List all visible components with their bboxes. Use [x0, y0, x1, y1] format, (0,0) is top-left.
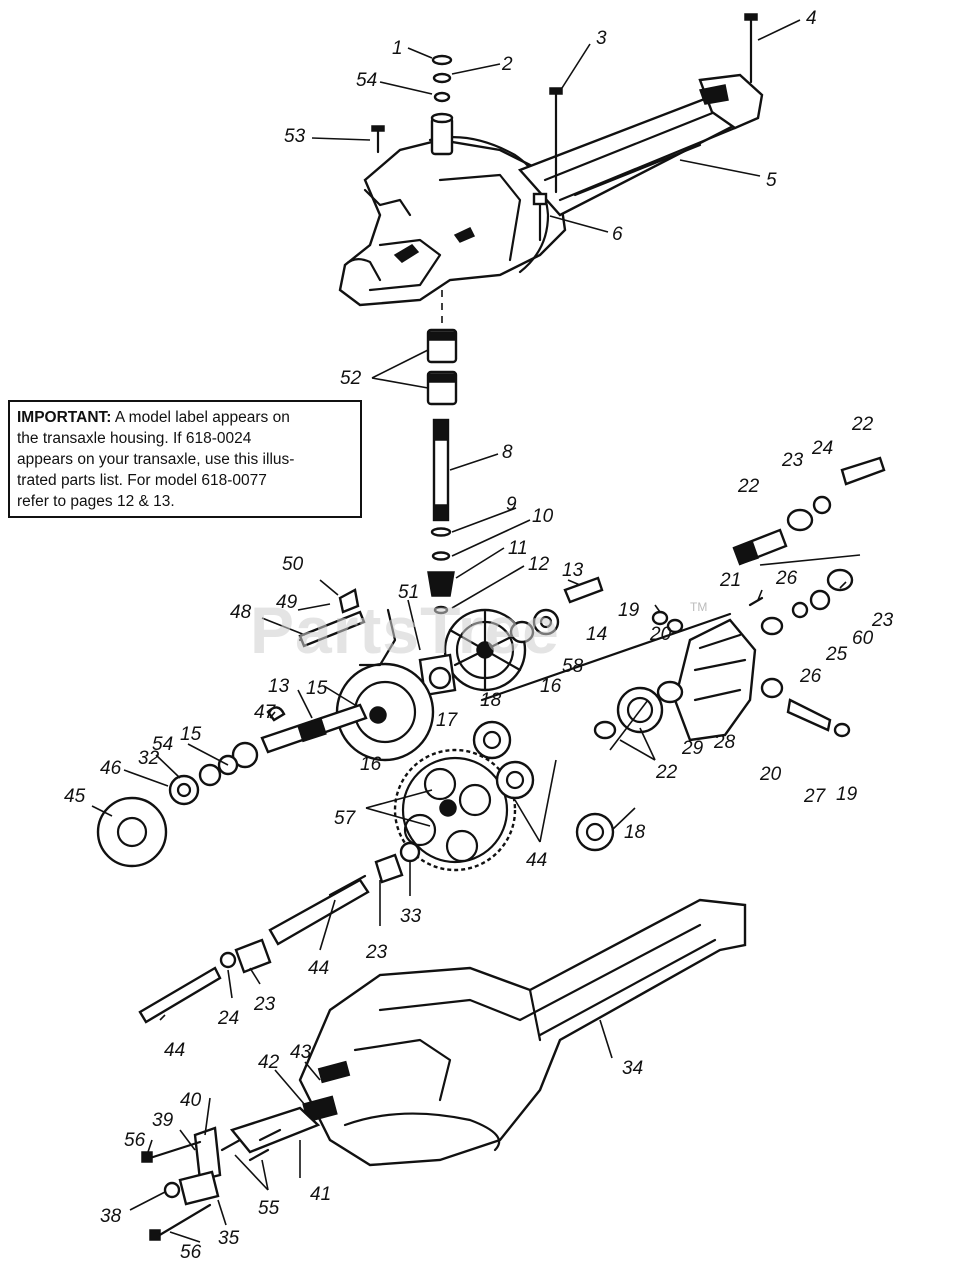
- callout-54-top: 54: [356, 70, 377, 91]
- center-gears: [418, 576, 732, 702]
- large-spur-gear: [138, 748, 535, 1024]
- callout-48: 48: [230, 602, 252, 623]
- callout-43: 43: [290, 1042, 312, 1063]
- callout-12: 12: [528, 554, 550, 575]
- callout-22-lower: 22: [655, 762, 678, 783]
- callout-29: 29: [681, 738, 704, 759]
- callout-18-upper: 18: [480, 690, 502, 711]
- callout-33: 33: [400, 906, 422, 927]
- note-lead: IMPORTANT:: [17, 409, 112, 426]
- callout-56-lower: 56: [180, 1242, 202, 1263]
- callout-20-lower: 20: [759, 764, 782, 785]
- upper-housing: [338, 112, 567, 307]
- callout-10: 10: [532, 506, 554, 527]
- callout-46: 46: [100, 758, 122, 779]
- callout-20-top: 20: [649, 624, 672, 645]
- callout-51: 51: [398, 582, 419, 603]
- callout-9: 9: [506, 494, 517, 515]
- note-line-4: trated parts list. For model 618-0077: [17, 472, 267, 489]
- callout-23-top: 23: [781, 450, 804, 471]
- callout-15-upper: 15: [306, 678, 328, 699]
- note-line-3: appears on your transaxle, use this illu…: [17, 451, 295, 468]
- callout-34: 34: [622, 1058, 643, 1079]
- callout-49: 49: [276, 592, 298, 613]
- callout-21: 21: [719, 570, 741, 591]
- callout-26-upper: 26: [775, 568, 798, 589]
- left-shaft-group: [96, 588, 435, 868]
- note-line-5: refer to pages 12 & 13.: [17, 493, 175, 510]
- callout-25: 25: [825, 644, 848, 665]
- callout-58: 58: [562, 656, 584, 677]
- note-line-2: the transaxle housing. If 618-0024: [17, 430, 252, 447]
- right-axle-parts: [732, 456, 886, 636]
- callout-39: 39: [152, 1110, 174, 1131]
- callout-45: 45: [64, 786, 86, 807]
- callout-55: 55: [258, 1198, 280, 1219]
- callout-17: 17: [436, 710, 459, 731]
- callout-1: 1: [392, 38, 403, 59]
- callout-41: 41: [310, 1184, 331, 1205]
- watermark-trademark: TM: [690, 600, 708, 614]
- bolts-top: [371, 13, 758, 242]
- input-shaft-stack: [426, 290, 458, 615]
- callout-28: 28: [713, 732, 736, 753]
- callout-4: 4: [806, 8, 817, 29]
- callout-13-right: 13: [562, 560, 584, 581]
- callout-8: 8: [502, 442, 513, 463]
- callout-22-top: 22: [851, 414, 874, 435]
- callout-32: 32: [138, 748, 160, 769]
- callout-leaders: [91, 19, 847, 1243]
- lower-housing: [298, 898, 747, 1167]
- callout-54-left: 54: [152, 734, 173, 755]
- watermark-text: PartsTree: [250, 593, 560, 667]
- callout-42: 42: [258, 1052, 280, 1073]
- callout-11: 11: [508, 538, 528, 559]
- callout-6: 6: [612, 224, 623, 245]
- axle-tube-upper: [517, 73, 764, 217]
- callout-47: 47: [254, 702, 277, 723]
- callout-16-left: 16: [360, 754, 382, 775]
- callout-13-left: 13: [268, 676, 290, 697]
- callout-24-top: 24: [811, 438, 833, 459]
- callout-60: 60: [852, 628, 874, 649]
- callout-56-upper: 56: [124, 1130, 146, 1151]
- callout-23-lower-b: 23: [253, 994, 276, 1015]
- callout-19-lower: 19: [836, 784, 858, 805]
- important-note-box: IMPORTANT: A model label appears on the …: [8, 400, 362, 518]
- callout-23-right: 23: [871, 610, 894, 631]
- callout-40: 40: [180, 1090, 202, 1111]
- callout-18-lower: 18: [624, 822, 646, 843]
- callout-14: 14: [586, 624, 607, 645]
- callout-3: 3: [596, 28, 607, 49]
- callout-16-center: 16: [540, 676, 562, 697]
- callout-15-lower: 15: [180, 724, 202, 745]
- note-line-1: A model label appears on: [111, 409, 290, 426]
- callout-2: 2: [501, 54, 513, 75]
- callout-35: 35: [218, 1228, 240, 1249]
- callout-44-center: 44: [526, 850, 547, 871]
- callout-50: 50: [282, 554, 304, 575]
- callout-27: 27: [803, 786, 827, 807]
- bracket-parts: [141, 1106, 321, 1241]
- callout-53: 53: [284, 126, 306, 147]
- callout-57: 57: [334, 808, 357, 829]
- callout-52: 52: [340, 368, 362, 389]
- callout-44-lower: 44: [164, 1040, 185, 1061]
- callout-5: 5: [766, 170, 777, 191]
- callout-labels: 1 2 54 3 4 53 5 6 52 8 9 10 11 12 13 50 …: [64, 8, 894, 1263]
- callout-23-lower-a: 23: [365, 942, 388, 963]
- callout-22-mid: 22: [737, 476, 760, 497]
- callout-44-shaft: 44: [308, 958, 329, 979]
- callout-19-top: 19: [618, 600, 640, 621]
- callout-24-lower: 24: [217, 1008, 239, 1029]
- callout-26-lower: 26: [799, 666, 822, 687]
- callout-38: 38: [100, 1206, 122, 1227]
